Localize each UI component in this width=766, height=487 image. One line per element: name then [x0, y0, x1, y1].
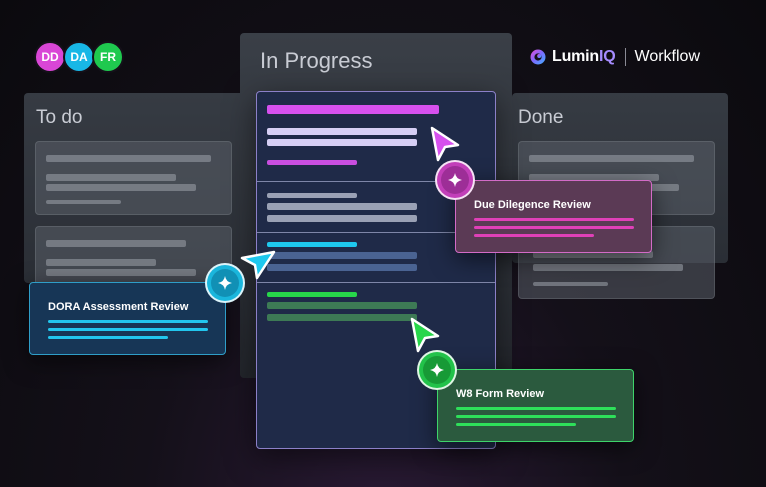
green-cursor-icon — [410, 317, 440, 353]
lumin-swirl-icon — [530, 49, 546, 65]
sparkle-icon — [205, 263, 245, 303]
avatar-fr[interactable]: FR — [92, 41, 124, 73]
task-card-dora[interactable]: DORA Assessment Review — [29, 282, 226, 355]
avatar-dd[interactable]: DD — [34, 41, 66, 73]
task-title: Due Dilegence Review — [474, 199, 591, 211]
task-card-w8[interactable]: W8 Form Review — [437, 369, 634, 442]
sparkle-icon — [417, 350, 457, 390]
done-card-placeholder[interactable] — [518, 141, 715, 215]
task-title: DORA Assessment Review — [48, 301, 189, 313]
brand-name: LuminIQ — [552, 48, 616, 65]
brand-divider — [624, 48, 626, 66]
column-title-done: Done — [518, 107, 564, 128]
todo-card-placeholder[interactable] — [35, 141, 232, 215]
column-title-in-progress: In Progress — [260, 48, 373, 73]
column-todo: To do — [24, 93, 244, 294]
task-card-due-diligence[interactable]: Due Dilegence Review — [455, 180, 652, 253]
cyan-cursor-icon — [240, 250, 276, 280]
task-title: W8 Form Review — [456, 388, 545, 400]
brand-header: LuminIQ Workflow — [530, 46, 700, 68]
avatar-da[interactable]: DA — [63, 41, 95, 73]
product-name: Workflow — [634, 48, 701, 65]
column-title-todo: To do — [36, 107, 83, 128]
sparkle-icon — [435, 160, 475, 200]
column-done: Done — [512, 93, 728, 299]
magenta-cursor-icon — [430, 126, 460, 162]
